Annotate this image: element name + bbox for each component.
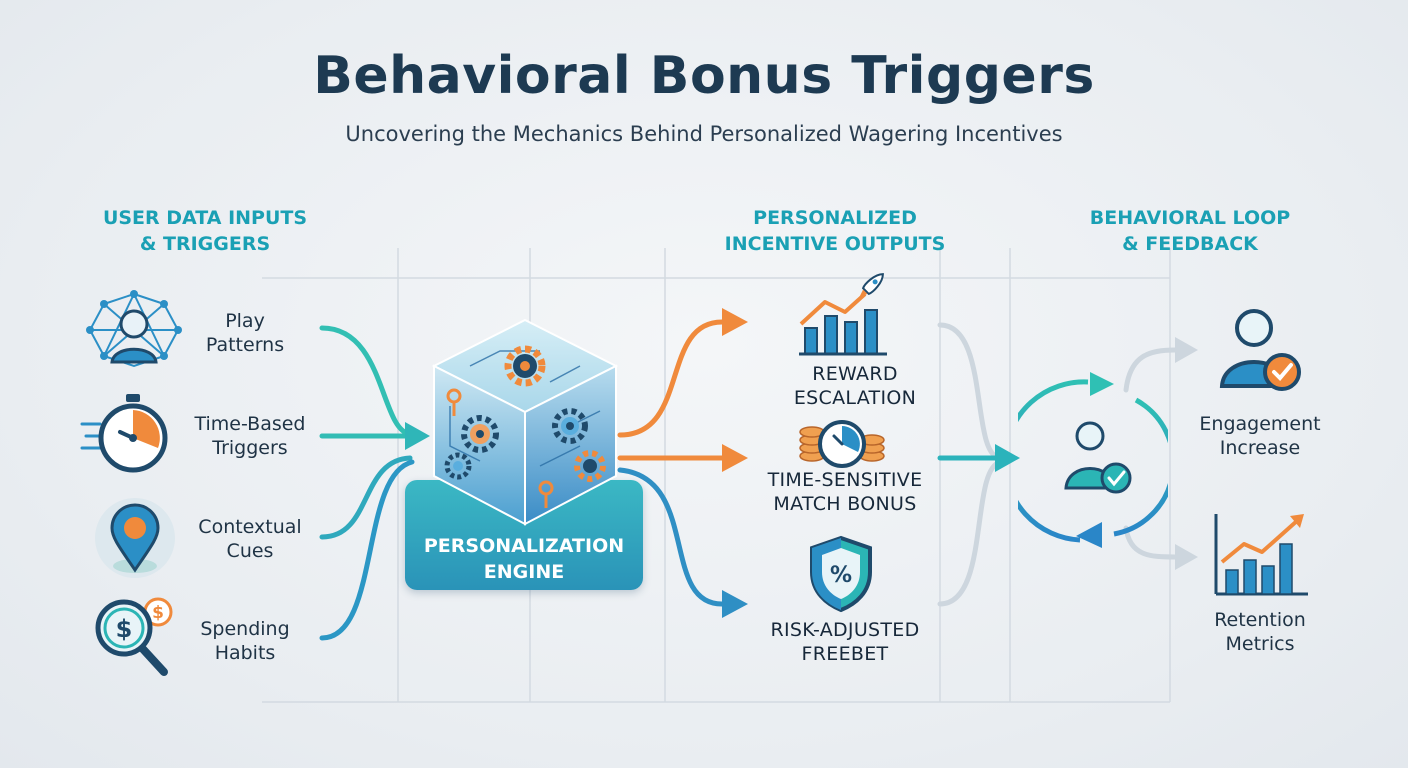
connector-play-patterns (319, 325, 413, 437)
percent-shield-icon: % (810, 535, 872, 613)
result-label-engagement-increase: Engagement Increase (1199, 413, 1321, 459)
engine-label: PERSONALIZATION ENGINE (423, 535, 625, 583)
input-label-contextual-cues: Contextual Cues (198, 516, 302, 562)
page-title: Behavioral Bonus Triggers (313, 46, 1095, 106)
arrowhead-engine-in (405, 422, 430, 450)
loop-heading: BEHAVIORAL LOOP & FEEDBACK (1089, 207, 1291, 255)
arrowhead-retention (1175, 544, 1198, 570)
user-check-icon (1219, 309, 1301, 391)
engine-gear-bottom (574, 450, 606, 482)
arrowhead-time-sensitive (722, 444, 748, 472)
user-check-cycle-icon (1018, 372, 1168, 548)
connector-loop-retention (1123, 525, 1178, 560)
result-label-retention-metrics: Retention Metrics (1214, 609, 1306, 655)
output-label-risk-adjusted-freebet: RISK-ADJUSTED FREEBET (770, 619, 920, 665)
svg-text:%: % (830, 563, 852, 588)
svg-text:$: $ (116, 615, 133, 643)
connector-contextual-cues (319, 455, 413, 540)
engine-gear-small (444, 452, 472, 480)
rocket-bar-chart-icon (799, 273, 887, 356)
engine-gear-top (504, 345, 546, 387)
connector-outputs-merge-top (937, 322, 1003, 461)
engine-gear-left (461, 415, 499, 453)
arrowhead-reward (722, 308, 748, 336)
input-label-play-patterns: Play Patterns (205, 310, 285, 356)
growth-chart-icon (1214, 514, 1308, 596)
inputs-heading: USER DATA INPUTS & TRIGGERS (102, 207, 308, 255)
arrowhead-loop-in (995, 444, 1020, 472)
output-label-time-sensitive-match-bonus: TIME-SENSITIVE MATCH BONUS (767, 469, 923, 515)
arrowhead-risk (722, 590, 748, 618)
connector-engine-risk (617, 467, 725, 607)
engine-gear-right (552, 408, 588, 444)
arrowhead-engagement (1175, 337, 1198, 363)
connector-outputs-merge-bot (937, 459, 1003, 607)
input-label-spending-habits: Spending Habits (200, 618, 290, 664)
user-network-icon (86, 290, 182, 368)
input-label-time-based-triggers: Time-Based Triggers (194, 413, 306, 459)
stopwatch-icon (80, 394, 168, 473)
connector-spending-habits (319, 459, 415, 641)
gear-cube-icon (431, 318, 619, 526)
page-subtitle: Uncovering the Mechanics Behind Personal… (345, 122, 1063, 146)
dollar-magnifier-icon: $ $ (95, 597, 173, 676)
connector-loop-engagement (1123, 347, 1178, 393)
clock-coins-icon (799, 420, 885, 468)
connector-engine-reward (617, 319, 725, 438)
location-pin-icon (95, 498, 175, 578)
svg-text:$: $ (152, 603, 164, 623)
output-label-reward-escalation: REWARD ESCALATION (793, 363, 917, 409)
outputs-heading: PERSONALIZED INCENTIVE OUTPUTS (724, 207, 946, 255)
